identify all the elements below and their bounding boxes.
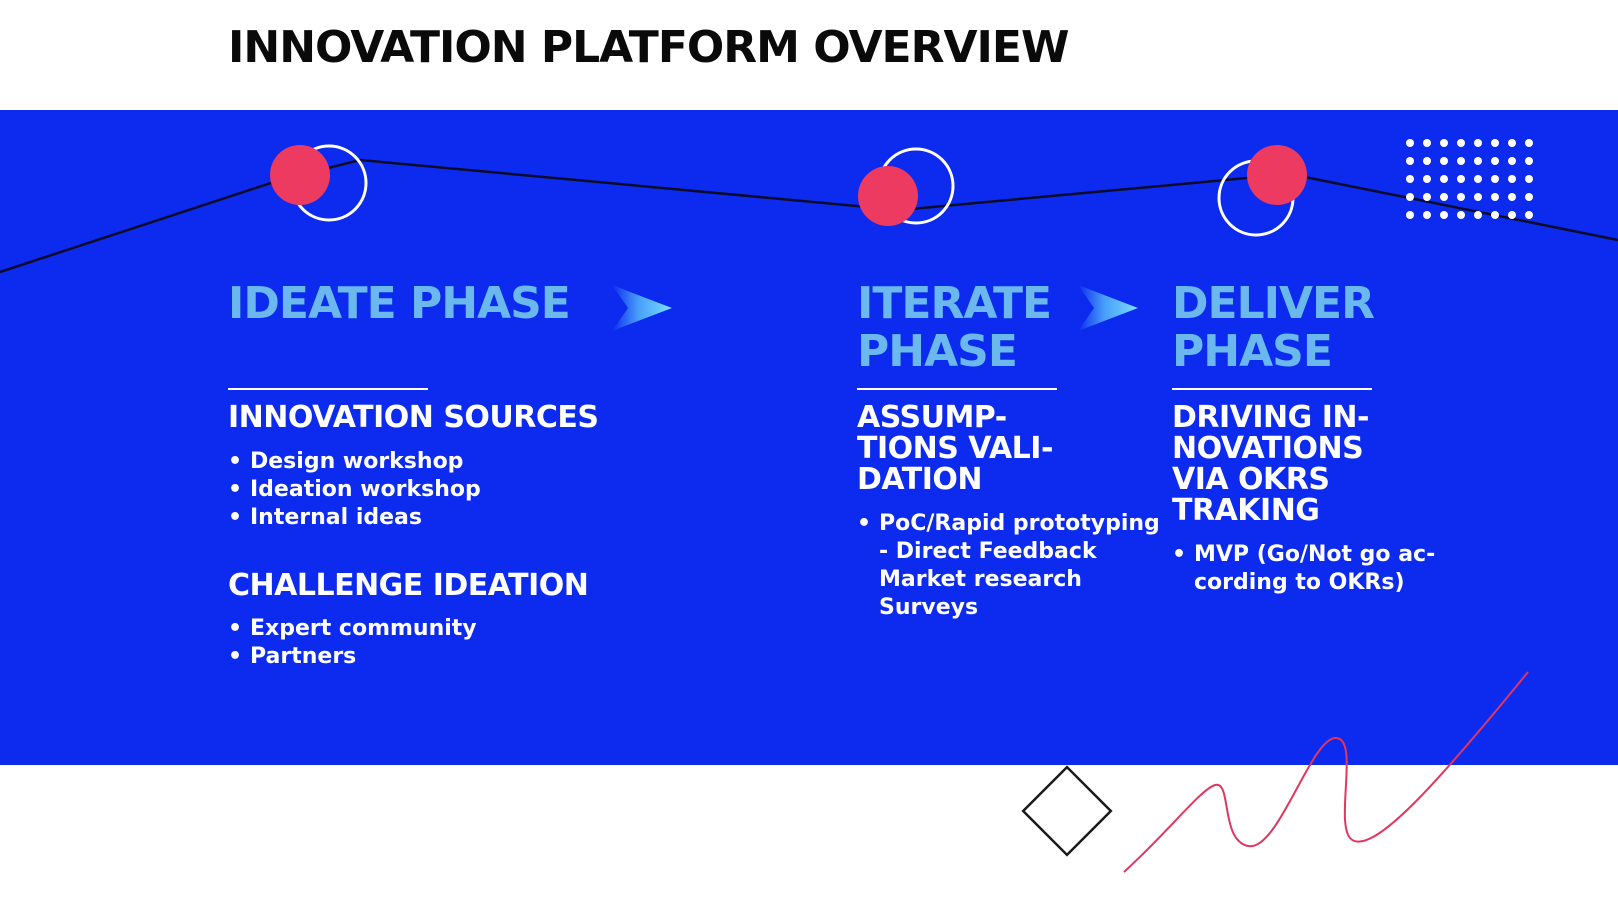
grid-dot (1474, 175, 1482, 183)
grid-dot (1457, 157, 1465, 165)
page-title: INNOVATION PLATFORM OVERVIEW (228, 22, 1069, 73)
milestone-dot-2 (858, 166, 918, 226)
diamond-outline (1021, 765, 1113, 857)
list-item: Ideation workshop (228, 476, 481, 504)
grid-dot (1508, 157, 1516, 165)
timeline-line (0, 158, 1618, 274)
innovation-sources-list: Design workshop Ideation workshop Intern… (228, 448, 481, 532)
list-item: MVP (Go/Not go ac- cording to OKRs) (1172, 541, 1435, 597)
grid-dot (1508, 139, 1516, 147)
grid-dot (1474, 157, 1482, 165)
grid-dot (1457, 211, 1465, 219)
grid-dot (1525, 175, 1533, 183)
challenge-ideation-heading: CHALLENGE IDEATION (228, 568, 589, 603)
ideate-divider (228, 388, 428, 390)
grid-dot (1525, 211, 1533, 219)
grid-dot (1440, 139, 1448, 147)
grid-dot (1423, 211, 1431, 219)
grid-dot (1423, 157, 1431, 165)
assumptions-validation-heading: ASSUMP- TIONS VALI- DATION (857, 400, 1053, 497)
list-item: PoC/Rapid prototyping - Direct Feedback … (857, 510, 1160, 622)
grid-dot (1440, 193, 1448, 201)
squiggle-line (1123, 671, 1529, 873)
driving-innovations-list: MVP (Go/Not go ac- cording to OKRs) (1172, 541, 1435, 597)
grid-dot (1440, 211, 1448, 219)
grid-dot (1491, 139, 1499, 147)
grid-dot (1440, 175, 1448, 183)
dot-grid (1406, 139, 1533, 219)
grid-dot (1508, 193, 1516, 201)
driving-innovations-heading: DRIVING IN- NOVATIONS VIA OKRS TRAKING (1172, 400, 1369, 528)
grid-dot (1423, 175, 1431, 183)
grid-dot (1406, 157, 1414, 165)
grid-dot (1474, 193, 1482, 201)
iterate-phase-heading: ITERATE PHASE (857, 278, 1052, 377)
grid-dot (1525, 139, 1533, 147)
grid-dot (1423, 193, 1431, 201)
grid-dot (1525, 157, 1533, 165)
grid-dot (1491, 211, 1499, 219)
grid-dot (1474, 139, 1482, 147)
deliver-divider (1172, 388, 1372, 390)
arrow-icon-ideate (612, 285, 672, 331)
innovation-sources-heading: INNOVATION SOURCES (228, 400, 599, 435)
grid-dot (1491, 193, 1499, 201)
grid-dot (1406, 193, 1414, 201)
grid-dot (1508, 211, 1516, 219)
grid-dot (1525, 193, 1533, 201)
grid-dot (1406, 175, 1414, 183)
iterate-divider (857, 388, 1057, 390)
grid-dot (1440, 157, 1448, 165)
assumptions-validation-list: PoC/Rapid prototyping - Direct Feedback … (857, 510, 1160, 622)
list-item: Expert community (228, 615, 477, 643)
list-item: Partners (228, 643, 477, 671)
grid-dot (1491, 157, 1499, 165)
arrow-icon-iterate (1078, 285, 1138, 331)
grid-dot (1491, 175, 1499, 183)
grid-dot (1406, 211, 1414, 219)
grid-dot (1457, 139, 1465, 147)
challenge-ideation-list: Expert community Partners (228, 615, 477, 671)
ideate-phase-heading: IDEATE PHASE (228, 278, 571, 329)
milestone-dot-3 (1247, 145, 1307, 205)
grid-dot (1508, 175, 1516, 183)
list-item: Internal ideas (228, 504, 481, 532)
list-item: Design workshop (228, 448, 481, 476)
milestone-dot-1 (270, 145, 330, 205)
grid-dot (1423, 139, 1431, 147)
grid-dot (1457, 175, 1465, 183)
deliver-phase-heading: DELIVER PHASE (1172, 278, 1375, 377)
grid-dot (1457, 193, 1465, 201)
grid-dot (1474, 211, 1482, 219)
grid-dot (1406, 139, 1414, 147)
